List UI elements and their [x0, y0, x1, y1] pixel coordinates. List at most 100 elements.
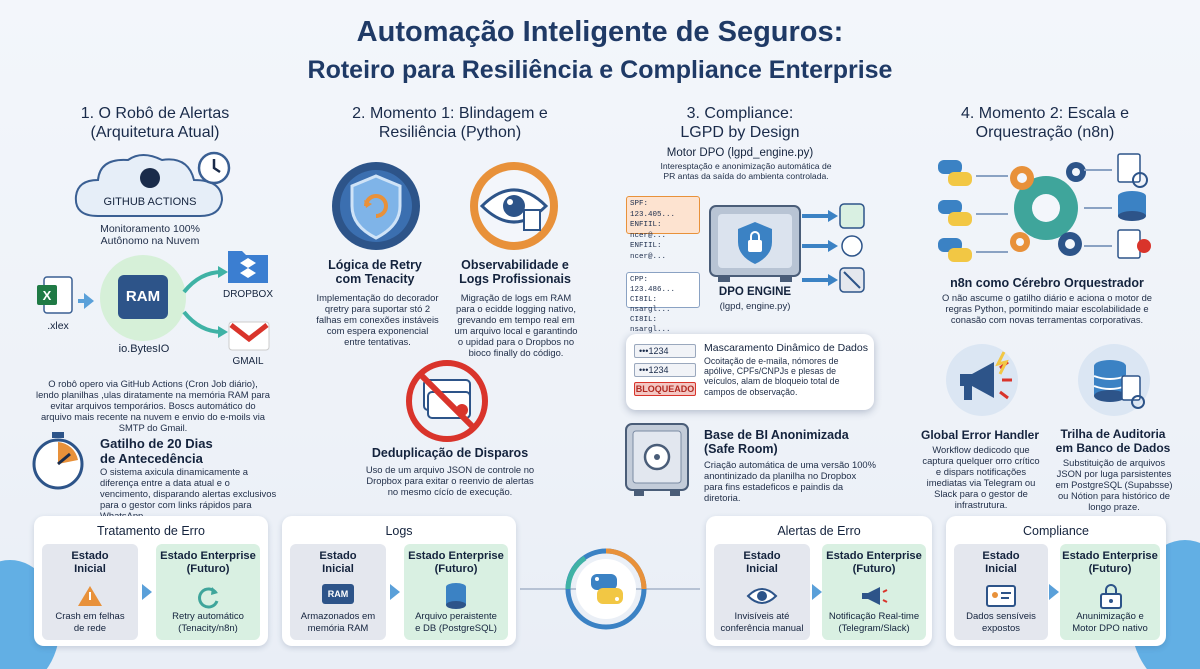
- trigger-title: Gatilho de 20 Dias de Antecedência: [100, 436, 213, 466]
- bi-title: Base de BI Anonimizada (Safe Room): [704, 428, 849, 456]
- xlsx-label: .xlex: [47, 320, 69, 332]
- state-enterprise: Estado Enterprise (Futuro) Retry automát…: [156, 544, 260, 640]
- state-body: Invisíveis até conferência manual: [720, 611, 804, 634]
- python-hub: [565, 548, 647, 630]
- bi-desc: Criação automática de uma versão 100% an…: [704, 459, 876, 503]
- gmail-icon: [228, 320, 270, 352]
- arrow-icon: [84, 293, 94, 309]
- page-subtitle: Roteiro para Resiliência e Compliance En…: [307, 56, 893, 84]
- state-body: Dados sensíveis expostos: [966, 611, 1036, 634]
- output-arrows: [800, 196, 870, 306]
- state-heading: Estado Inicial: [743, 550, 781, 575]
- data-line: CPP: 123.486...: [630, 276, 676, 294]
- state-initial: Estado Inicial Crash em felhas de rede: [42, 544, 138, 640]
- col3-heading: 3. Compliance: LGPD by Design: [680, 105, 800, 141]
- state-enterprise: Estado Enterprise (Futuro) Notificação R…: [822, 544, 926, 640]
- state-heading: Estado Inicial: [982, 550, 1020, 575]
- engine-label: DPO ENGINE: [718, 286, 792, 298]
- data-line: ENFIIL: ncer@...: [630, 242, 667, 261]
- state-enterprise: Estado Enterprise (Futuro) Anunimização …: [1060, 544, 1160, 640]
- github-actions-label: GITHUB ACTIONS: [103, 196, 197, 208]
- mask-desc: Ocoitação de e-maila, nómores de apólive…: [704, 356, 840, 397]
- motor-desc: Interesptação e anonimização automática …: [660, 161, 832, 181]
- state-heading: Estado Enterprise (Futuro): [1062, 550, 1158, 575]
- geh-title: Global Error Handler: [920, 428, 1040, 442]
- dropbox-label: DROPBOX: [222, 289, 273, 300]
- page-title: Automação Inteligente de Seguros:: [356, 16, 844, 48]
- arrow-icon: [142, 584, 152, 600]
- eye-icon: [746, 586, 778, 606]
- dedup-title: Deduplicação de Disparos: [371, 446, 529, 460]
- excel-icon: X: [36, 275, 74, 319]
- dedup-desc: Uso de um arquivo JSON de controle no Dr…: [365, 464, 535, 497]
- retry-title: Lógica de Retry com Tenacity: [328, 258, 422, 286]
- state-body: Anunimização e Motor DPO nativo: [1072, 611, 1148, 634]
- state-initial: Estado Inicial Invisíveis até conferênci…: [714, 544, 810, 640]
- megaphone-icon: [944, 342, 1020, 418]
- data-line: CI8IL: nsargl...: [630, 316, 671, 334]
- id-card-icon: [986, 584, 1016, 608]
- card-title: Logs: [385, 524, 413, 538]
- col1-desc: O robô opero via GitHub Actions (Cron Jo…: [36, 378, 270, 433]
- vault-icon: [624, 422, 690, 498]
- arrow-line: [78, 299, 88, 303]
- geh-desc: Workflow dedicodo que captura quelquer o…: [922, 444, 1040, 510]
- state-heading: Estado Enterprise (Futuro): [826, 550, 922, 575]
- state-body: Crash em felhas de rede: [55, 611, 125, 634]
- github-cloud: GITHUB ACTIONS: [70, 150, 230, 222]
- n8n-desc: O não ascume o gatilho diário e aciona o…: [941, 292, 1153, 325]
- stopwatch-icon: [30, 430, 86, 492]
- mask-title: Mascaramento Dinâmico de Dados: [704, 342, 868, 354]
- state-body: Armazonados em memória RAM: [300, 611, 376, 634]
- col2-heading: 2. Momento 1: Blindagem e Resiliência (P…: [352, 105, 548, 141]
- megaphone-icon: [860, 584, 888, 608]
- cloud-icon: [74, 154, 224, 217]
- ram-chip: RAM: [100, 255, 186, 341]
- card-title: Alertas de Erro: [777, 524, 861, 538]
- col4-heading: 4. Momento 2: Escala e Orquestração (n8n…: [960, 105, 1130, 141]
- arrow-icon: [1049, 584, 1059, 600]
- warning-icon: [76, 584, 104, 608]
- state-heading: Estado Inicial: [71, 550, 109, 575]
- obs-desc: Migração de logs em RAM para o ecidde lo…: [454, 292, 578, 358]
- engine-label: io.BytesIO: [118, 343, 170, 355]
- audit-desc: Substituição de arquivos JSON por luga p…: [1055, 457, 1173, 512]
- shield-icon: [330, 160, 422, 252]
- state-initial: Estado Inicial RAM Armazonados em memóri…: [290, 544, 386, 640]
- blocked-badge: BLOQUEADO: [634, 382, 696, 396]
- engine-file: (lgpd, engine.py): [719, 301, 791, 312]
- database-icon: [444, 582, 468, 610]
- state-heading: Estado Inicial: [319, 550, 357, 575]
- comparison-card-logs: Logs Estado Inicial RAM Armazonados em m…: [282, 516, 516, 646]
- lock-icon: [1098, 582, 1124, 610]
- comparison-card-alerts: Alertas de Erro Estado Inicial Invisívei…: [706, 516, 932, 646]
- state-heading: Estado Enterprise (Futuro): [160, 550, 256, 575]
- motor-title: Motor DPO (lgpd_engine.py): [666, 147, 814, 159]
- refresh-icon: [194, 584, 222, 610]
- state-enterprise: Estado Enterprise (Futuro) Arquivo perai…: [404, 544, 508, 640]
- gmail-label: GMAIL: [232, 356, 264, 367]
- mask-field-2: •••1234: [634, 363, 696, 377]
- obs-title: Observabilidade e Logs Profissionais: [459, 258, 571, 286]
- data-line: ENFIIL: ncer@...: [630, 221, 667, 240]
- arrow-icon: [390, 584, 400, 600]
- data-input-1: SPF: 123.405... ENFIIL: ncer@... ENFIIL:…: [626, 196, 700, 261]
- arrow-icon: [812, 584, 822, 600]
- state-initial: Estado Inicial Dados sensíveis expostos: [954, 544, 1048, 640]
- state-body: Arquivo peraistente e DB (PostgreSQL): [415, 611, 497, 634]
- curved-arrows: [180, 262, 230, 342]
- chip-icon: RAM: [118, 275, 168, 319]
- audit-db-icon: [1076, 342, 1152, 418]
- ram-icon: RAM: [322, 584, 354, 604]
- mask-field-1: •••1234: [634, 344, 696, 358]
- monitor-text: Monitoramento 100% Autônomo na Nuvem: [100, 223, 200, 247]
- data-input-2: CPP: 123.486... CI8IL: nsargl... CI8IL: …: [626, 272, 700, 334]
- svg-text:X: X: [43, 288, 52, 303]
- retry-desc: Implementação do decorador qretry para s…: [316, 292, 439, 347]
- state-body: Retry automático (Tenacity/n8n): [172, 611, 244, 634]
- dropbox-icon: [226, 245, 270, 285]
- dpo-engine-safe: [708, 204, 802, 284]
- data-line: SPF: 123.405...: [630, 200, 676, 219]
- no-spam-icon: [404, 358, 490, 444]
- n8n-title: n8n como Cérebro Orquestrador: [950, 276, 1144, 290]
